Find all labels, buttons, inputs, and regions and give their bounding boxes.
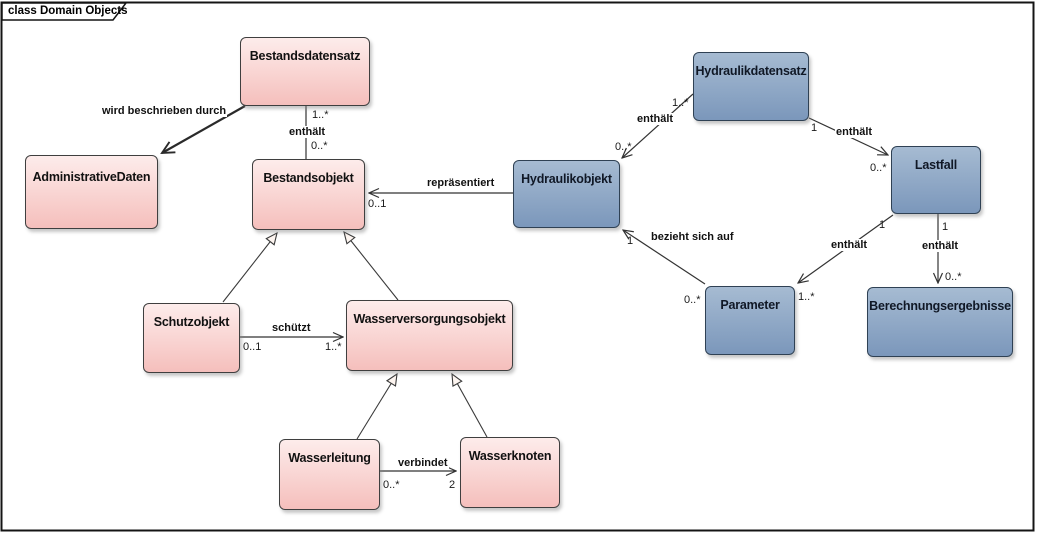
- multiplicity-wasserversorgungsobjekt-end: 1..*: [325, 341, 342, 353]
- multiplicity-wasserleitung-end: 0..*: [383, 479, 400, 491]
- edge-label-enthaelt-3: enthält: [835, 126, 874, 138]
- class-box-wasserknoten[interactable]: Wasserknoten: [460, 437, 560, 508]
- multiplicity-parameter-end-1: 0..*: [684, 294, 701, 306]
- class-name-administrativedaten: AdministrativeDaten: [32, 170, 151, 184]
- class-box-wasserleitung[interactable]: Wasserleitung: [279, 439, 380, 510]
- class-name-lastfall: Lastfall: [914, 158, 958, 172]
- class-name-berechnungsergebnisse: Berechnungsergebnisse: [869, 299, 1011, 313]
- class-box-hydraulikobjekt[interactable]: Hydraulikobjekt: [513, 160, 620, 228]
- class-name-parameter: Parameter: [720, 298, 780, 312]
- class-box-wasserversorgungsobjekt[interactable]: Wasserversorgungsobjekt: [346, 300, 513, 371]
- class-box-bestandsdatensatz[interactable]: Bestandsdatensatz: [240, 37, 370, 106]
- generalization-schutzobjekt-bestandsobjekt: [222, 231, 278, 303]
- class-name-wasserversorgungsobjekt: Wasserversorgungsobjekt: [353, 312, 506, 326]
- multiplicity-bestandsdatensatz-end: 1..*: [312, 109, 329, 121]
- diagram-frame-title: class Domain Objects: [8, 5, 128, 17]
- edge-label-enthaelt-1: enthält: [288, 126, 327, 138]
- class-box-schutzobjekt[interactable]: Schutzobjekt: [143, 303, 240, 373]
- generalization-wasserknoten-wasserversorgungsobjekt: [451, 372, 488, 438]
- multiplicity-wasserknoten-end: 2: [449, 479, 456, 491]
- multiplicity-berechnungsergebnisse-end: 0..*: [945, 271, 962, 283]
- multiplicity-hydraulikobjekt-end: 0..*: [615, 141, 632, 153]
- class-box-bestandsobjekt[interactable]: Bestandsobjekt: [252, 159, 365, 230]
- class-name-hydraulikobjekt: Hydraulikobjekt: [521, 172, 612, 186]
- generalization-wasserleitung-wasserversorgungsobjekt: [356, 372, 398, 440]
- generalization-wasserversorgungsobjekt-bestandsobjekt: [343, 230, 399, 301]
- multiplicity-lastfall-end-2: 1: [879, 219, 886, 231]
- edge-label-schuetzt: schützt: [271, 322, 312, 334]
- class-box-parameter[interactable]: Parameter: [705, 286, 795, 355]
- class-name-wasserleitung: Wasserleitung: [288, 451, 371, 465]
- class-box-administrativedaten[interactable]: AdministrativeDaten: [25, 155, 158, 229]
- class-name-wasserknoten: Wasserknoten: [468, 449, 552, 463]
- multiplicity-repraesentiert-bestandsobjekt: 0..1: [368, 198, 387, 210]
- class-name-hydraulikdatensatz: Hydraulikdatensatz: [695, 64, 807, 78]
- edge-label-enthaelt-2: enthält: [636, 113, 675, 125]
- edge-label-bezieht-sich-auf: bezieht sich auf: [650, 231, 735, 243]
- edge-label-enthaelt-4: enthält: [830, 239, 869, 251]
- multiplicity-parameter-end-2: 1..*: [798, 291, 815, 303]
- multiplicity-lastfall-end-3: 1: [942, 221, 949, 233]
- edge-label-repraesentiert: repräsentiert: [426, 177, 496, 189]
- class-box-hydraulikdatensatz[interactable]: Hydraulikdatensatz: [693, 52, 809, 121]
- edge-label-verbindet: verbindet: [397, 457, 449, 469]
- multiplicity-schutzobjekt-end: 0..1: [243, 341, 262, 353]
- edge-label-wird-beschrieben-durch: wird beschrieben durch: [101, 105, 228, 117]
- class-name-bestandsdatensatz: Bestandsdatensatz: [249, 49, 361, 63]
- edge-label-enthaelt-5: enthält: [921, 240, 960, 252]
- multiplicity-bestandsobjekt-end: 0..*: [311, 140, 328, 152]
- multiplicity-hydraulikdatensatz-lf-end: 1: [811, 122, 818, 134]
- class-box-berechnungsergebnisse[interactable]: Berechnungsergebnisse: [867, 287, 1013, 357]
- multiplicity-hydraulikdatensatz-ho-end: 1..*: [672, 97, 689, 109]
- class-box-lastfall[interactable]: Lastfall: [891, 146, 981, 214]
- multiplicity-lastfall-end-1: 0..*: [870, 162, 887, 174]
- multiplicity-bezieht-hydraulikobjekt: 1: [627, 235, 634, 247]
- class-name-bestandsobjekt: Bestandsobjekt: [263, 171, 354, 185]
- class-name-schutzobjekt: Schutzobjekt: [153, 315, 230, 329]
